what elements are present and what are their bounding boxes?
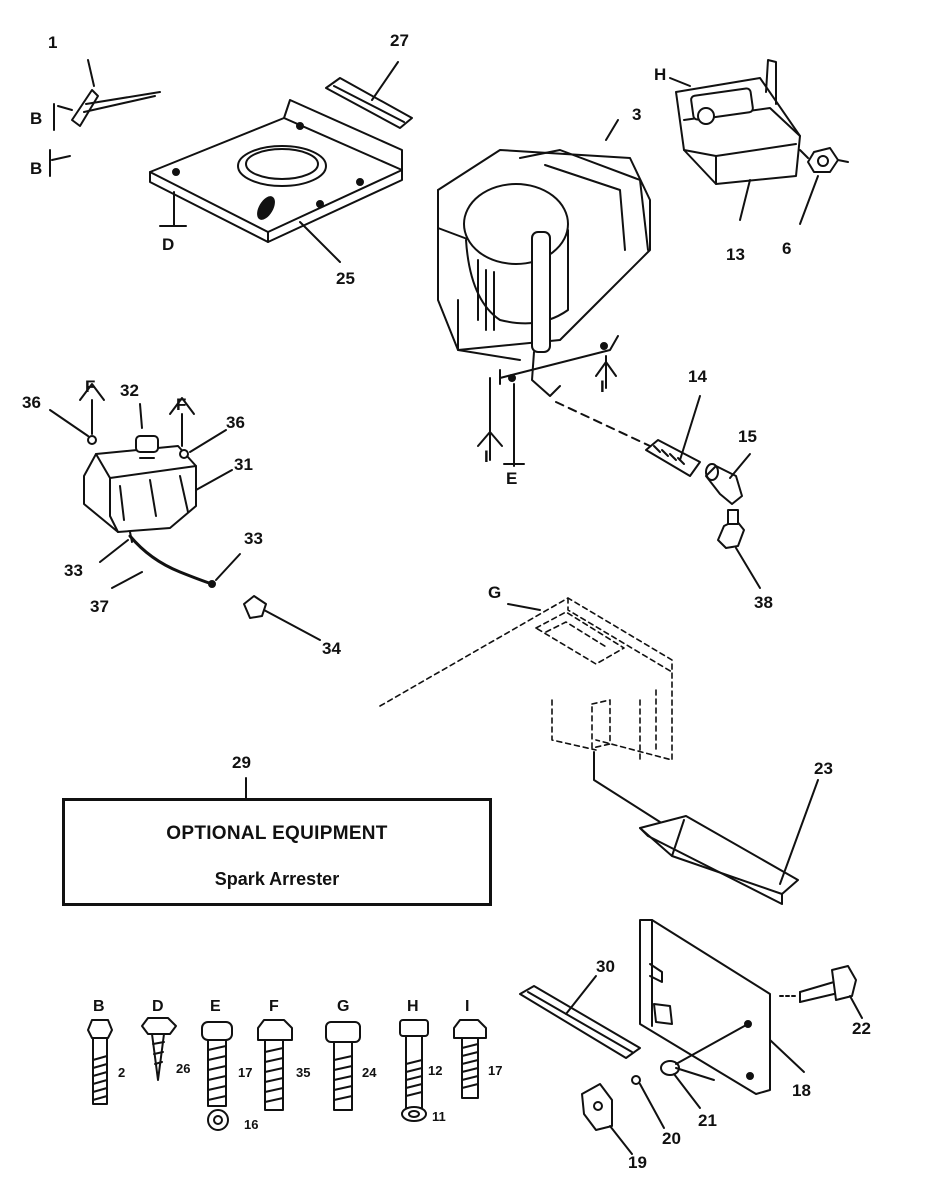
part-38-plug [717,509,761,589]
engine-mount-markers [477,355,617,467]
part-32-leader [139,403,143,429]
frame-outline [379,597,673,761]
callout-13: 13 [726,245,745,264]
callout-3: 3 [632,105,642,124]
part-g-leader [507,603,541,611]
hardware-letter-d: D [152,998,164,1015]
hardware-part-e: 17 [238,1065,253,1080]
callout-33-right: 33 [244,529,263,548]
callout-32: 32 [120,381,139,400]
callout-22: 22 [852,1019,871,1038]
part-14-nipple [645,395,701,477]
part-27-strip [325,61,413,129]
callout-27: 27 [390,31,409,50]
callout-f-left: F [85,377,96,396]
hardware-washer-e: 16 [244,1117,259,1132]
hardware-letter-g: G [337,998,350,1015]
screw-d [141,1017,177,1081]
screw-b [87,1019,113,1105]
optional-equipment-item: Spark Arrester [214,869,340,889]
callout-15: 15 [738,427,757,446]
hardware-part-i: 17 [488,1063,503,1078]
part-36-screws [49,383,227,459]
callout-23: 23 [814,759,833,778]
part-19-20-21 [581,1023,749,1155]
screw-i [453,1019,487,1099]
hardware-part-h: 12 [428,1063,443,1078]
callout-b-2: B [30,159,43,178]
callout-6: 6 [782,239,792,258]
callout-d: D [162,235,175,254]
part-30-strip [519,975,641,1059]
hardware-key [87,1017,487,1131]
part-6-nut [799,147,849,225]
screw-g [325,1021,361,1111]
callout-37: 37 [90,597,109,616]
part-31-fuel-tank [83,435,233,533]
optional-equipment-box: OPTIONAL EQUIPMENT Spark Arrester [62,798,492,906]
hardware-part-f: 35 [296,1065,311,1080]
callout-14: 14 [688,367,707,386]
hardware-washer-h: 11 [432,1109,446,1124]
callout-g: G [488,583,502,602]
callout-b-1: B [30,109,43,128]
part-34-clamp [243,595,321,641]
part-18-plate [639,919,805,1095]
screw-e [201,1021,233,1131]
hardware-part-b: 2 [118,1065,126,1080]
part-13-muffler [669,59,801,221]
hardware-part-d: 26 [176,1061,191,1076]
part-15-elbow [705,453,751,505]
callout-h: H [654,65,667,84]
callout-18: 18 [792,1081,811,1100]
callout-25: 25 [336,269,355,288]
part-37-fuel-line [99,531,241,589]
part-3-engine [437,119,651,397]
callout-i-right: I [600,377,605,396]
callout-36-left: 36 [22,393,41,412]
callout-20: 20 [662,1129,681,1148]
callout-34: 34 [322,639,341,658]
hardware-part-g: 24 [362,1065,377,1080]
callout-i-left: I [484,447,489,466]
callout-31: 31 [234,455,253,474]
callout-33-left: 33 [64,561,83,580]
part-22-bolt [779,965,863,1019]
callout-f-right: F [176,395,187,414]
hardware-letter-e: E [210,998,221,1015]
hardware-letter-b: B [93,998,105,1015]
hardware-letter-i: I [465,998,470,1015]
callout-21: 21 [698,1111,717,1130]
screw-f [257,1019,293,1111]
callout-19: 19 [628,1153,647,1172]
hardware-letter-h: H [407,998,419,1015]
optional-equipment-title: OPTIONAL EQUIPMENT [166,823,388,844]
callout-30: 30 [596,957,615,976]
callout-38: 38 [754,593,773,612]
part-25-mounting-plate [149,99,403,263]
assembly-line [555,401,651,447]
screw-h [399,1019,429,1122]
callout-29: 29 [232,753,251,772]
part-1-clip [49,59,161,177]
part-23-bracket [593,751,819,905]
callout-1: 1 [48,33,58,52]
hardware-letter-f: F [269,998,279,1015]
callout-36-right: 36 [226,413,245,432]
callout-e: E [506,469,518,488]
